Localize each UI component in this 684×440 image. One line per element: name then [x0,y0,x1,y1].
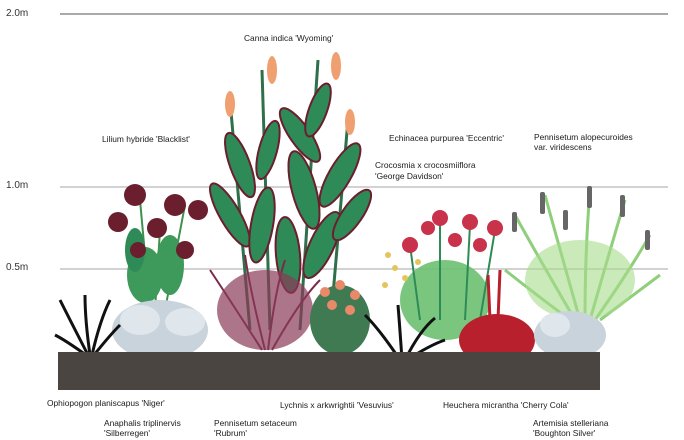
scale-label-1m: 1.0m [6,180,28,191]
label-crocosmia-1: Crocosmia x crocosmiiflora [375,160,476,170]
label-anaphalis-1: Anaphalis triplinervis [104,418,181,428]
label-artemisia-2: 'Boughton Silver' [533,428,595,438]
label-ophiopogon: Ophiopogon planiscapus 'Niger' [47,398,165,408]
label-anaphalis-2: 'Silberregen' [104,428,150,438]
label-pennisetum-alo-2: var. viridescens [534,142,592,152]
artemisia-plant [534,311,606,359]
anaphalis-plant [112,300,208,360]
label-artemisia-1: Artemisia stelleriana [533,418,608,428]
scale-label-2m: 2.0m [6,8,28,19]
pennisetum-alopecuroides-plant [505,186,660,320]
scale-label-05m: 0.5m [6,262,28,273]
soil-bed [58,352,600,390]
label-heuchera: Heuchera micrantha 'Cherry Cola' [443,400,569,410]
label-lilium: Lilium hybride 'Blacklist' [102,134,190,144]
lilium-plant [108,184,208,310]
label-crocosmia-2: 'George Davidson' [375,171,443,181]
label-pennisetum-set-1: Pennisetum setaceum [214,418,297,428]
label-pennisetum-set-2: 'Rubrum' [214,428,247,438]
label-echinacea: Echinacea purpurea 'Eccentric' [389,133,504,143]
label-canna: Canna indica 'Wyoming' [244,33,333,43]
label-pennisetum-alo-1: Pennisetum alopecuroides [534,132,633,142]
lychnis-plant [310,280,370,355]
label-lychnis: Lychnis x arkwrightii 'Vesuvius' [280,400,394,410]
ophiopogon-plant [55,295,120,355]
